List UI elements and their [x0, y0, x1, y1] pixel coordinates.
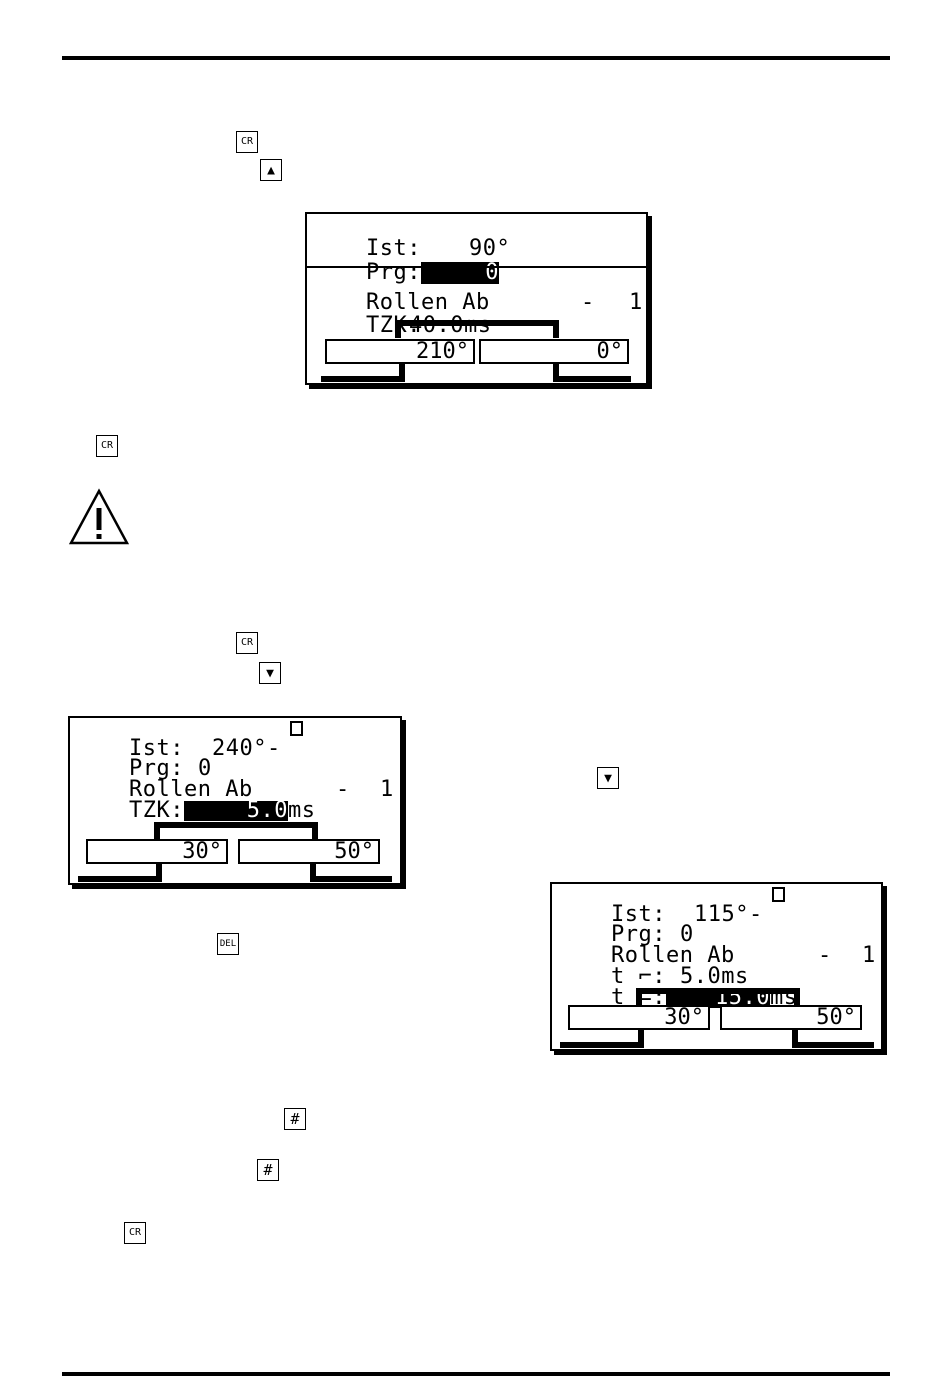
- rise-time-row: t ⌐: 5.0ms: [556, 947, 748, 1007]
- mode-number: 1: [380, 777, 394, 802]
- mode-row: Rollen Ab - 1: [311, 270, 642, 336]
- mode-dash: -: [818, 943, 832, 968]
- ist-row: Ist: 240°-: [74, 719, 303, 779]
- mode-row: Rollen Ab - 1: [74, 760, 393, 820]
- tzk-value: 5.0: [183, 800, 288, 822]
- hash-key: #: [284, 1108, 306, 1130]
- ist-row: Ist: 90°: [311, 216, 510, 282]
- right-angle-field: 0°: [479, 339, 629, 364]
- mode-label: Rollen Ab: [365, 290, 490, 315]
- prg-value: 0: [680, 922, 694, 947]
- base-right-bar: [792, 1042, 874, 1048]
- del-key: DEL: [217, 933, 239, 955]
- up-arrow-key: ▲: [260, 159, 282, 181]
- base-right-bar: [310, 876, 392, 882]
- mode-dash: -: [336, 777, 350, 802]
- lcd-display-3: Ist: 115°- Prg: 0 Rollen Ab - 1 t ⌐: 5.0ms t …: [550, 882, 883, 1051]
- bridge-top-bar: [395, 320, 559, 326]
- down-arrow-key: ▼: [259, 662, 281, 684]
- base-right-post: [553, 364, 559, 382]
- ist-row: Ist: 115°-: [556, 885, 785, 945]
- bridge-right-post: [312, 822, 318, 840]
- ist-label: Ist:: [610, 902, 666, 927]
- bridge-right-post: [553, 320, 559, 338]
- ist-value: 240°-: [212, 736, 281, 761]
- bottom-rule: [62, 1372, 890, 1376]
- hash-key: #: [257, 1159, 279, 1181]
- rise-time-value: 5.0ms: [680, 964, 749, 989]
- base-left-bar: [560, 1042, 644, 1048]
- mode-label: Rollen Ab: [610, 943, 735, 968]
- prg-label: Prg:: [128, 756, 184, 781]
- base-left-bar: [78, 876, 162, 882]
- base-right-bar: [553, 376, 631, 382]
- rise-time-label: t ⌐:: [610, 964, 666, 989]
- base-left-post: [399, 364, 405, 382]
- base-right-post: [310, 864, 316, 882]
- left-angle-field: 30°: [86, 839, 228, 864]
- bridge-left-post: [154, 822, 160, 840]
- ist-value: 115°-: [694, 902, 763, 927]
- lcd-display-2: Ist: 240°- Prg: 0 Rollen Ab - 1 TZK:5.0ms 30…: [68, 716, 402, 885]
- ist-label: Ist:: [128, 736, 184, 761]
- base-right-post: [792, 1030, 798, 1048]
- ist-label: Ist:: [365, 236, 421, 261]
- left-angle-field: 210°: [325, 339, 475, 364]
- cr-key: CR: [236, 131, 258, 153]
- cr-key: CR: [96, 435, 118, 457]
- base-left-post: [638, 1030, 644, 1048]
- tzk-label: TZK:: [128, 798, 184, 823]
- right-angle-field: 50°: [720, 1005, 862, 1030]
- cr-key: CR: [124, 1222, 146, 1244]
- lcd-display-1: Ist:90° Prg:0 Rollen Ab-1 TZK:40.0ms 210…: [305, 212, 648, 385]
- mode-row: Rollen Ab - 1: [556, 926, 875, 986]
- tzk-unit: ms: [287, 798, 316, 823]
- cursor-box-icon: [772, 887, 785, 902]
- bridge-right-post: [794, 988, 800, 1006]
- left-angle-field: 30°: [568, 1005, 710, 1030]
- tzk-row: TZK:5.0ms: [74, 781, 315, 841]
- cursor-box-icon: [290, 721, 303, 736]
- mode-dash: -: [581, 290, 595, 315]
- prg-row: Prg: 0: [556, 905, 693, 965]
- right-angle-field: 50°: [238, 839, 380, 864]
- bridge-top-bar: [636, 988, 800, 994]
- mode-label: Rollen Ab: [128, 777, 253, 802]
- cr-key: CR: [236, 632, 258, 654]
- base-left-bar: [321, 376, 405, 382]
- down-arrow-key: ▼: [597, 767, 619, 789]
- mode-number: 1: [629, 290, 643, 315]
- tzk-value: 40.0ms: [409, 315, 491, 337]
- warning-triangle-icon: [68, 488, 130, 545]
- prg-value: 0: [198, 756, 212, 781]
- prg-row: Prg: 0: [74, 739, 211, 799]
- prg-label: Prg:: [610, 922, 666, 947]
- ist-value: 90°: [469, 236, 511, 261]
- top-rule: [62, 56, 890, 60]
- bridge-top-bar: [154, 822, 318, 828]
- base-left-post: [156, 864, 162, 882]
- header-separator: [307, 266, 646, 268]
- bridge-left-post: [395, 320, 401, 338]
- mode-number: 1: [862, 943, 876, 968]
- bridge-left-post: [636, 988, 642, 1006]
